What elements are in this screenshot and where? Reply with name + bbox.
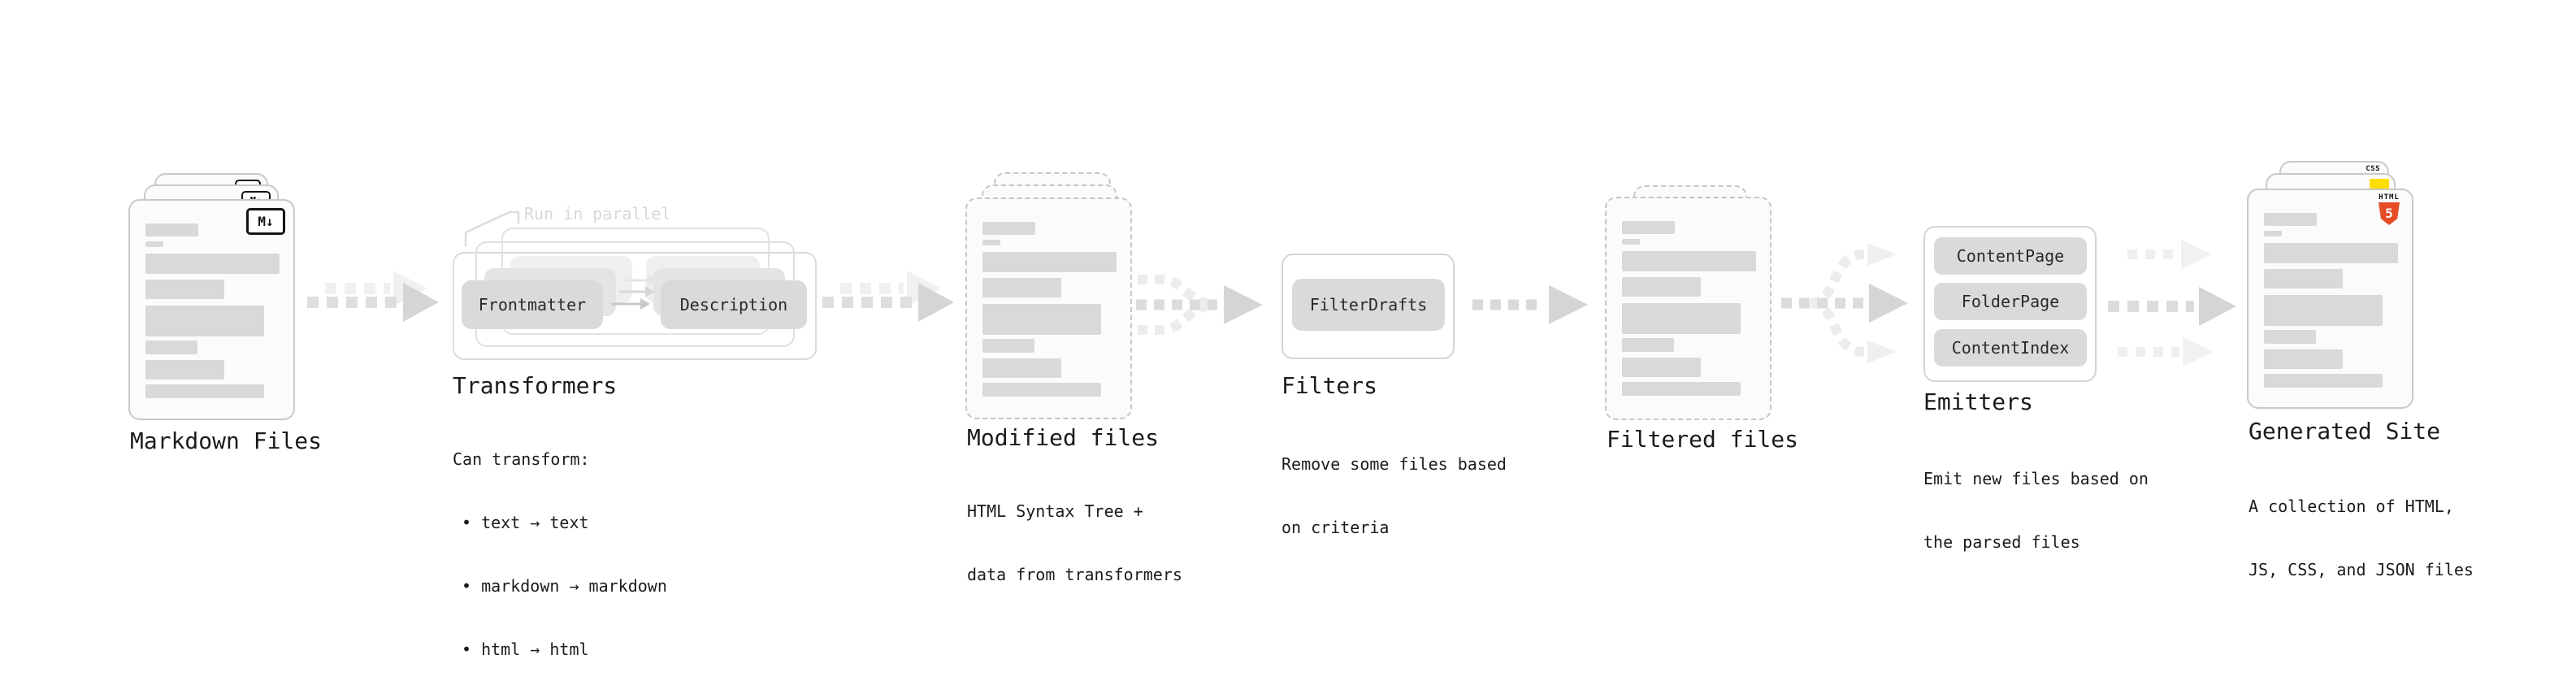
description-line: JS, CSS, and JSON files — [2249, 560, 2474, 579]
document-text-placeholder — [982, 222, 1117, 397]
filters-container — [1281, 254, 1455, 359]
transformers-label: Transformers — [453, 372, 618, 399]
generated-site-description: A collection of HTML, JS, CSS, and JSON … — [2249, 453, 2474, 622]
emitters-container — [1923, 226, 2097, 382]
description-line: the parsed files — [1923, 532, 2080, 552]
generated-file-card: HTML 5 — [2247, 189, 2413, 409]
filterdrafts-pill: FilterDrafts — [1292, 279, 1445, 331]
description-line: on criteria — [1281, 518, 1390, 537]
arrow-filters-to-filtered — [1472, 285, 1588, 324]
emitters-label: Emitters — [1923, 388, 2033, 415]
description-line: Emit new files based on — [1923, 469, 2149, 488]
filters-description: Remove some files based on criteria — [1281, 411, 1507, 580]
filters-label: Filters — [1281, 372, 1378, 399]
html5-icon: HTML 5 — [2370, 194, 2408, 225]
transformer-layer-1 — [453, 252, 817, 360]
markdown-icon: M↓ — [246, 208, 285, 235]
frontmatter-transformer-pill: Frontmatter — [462, 280, 603, 329]
emitters-description: Emit new files based on the parsed files — [1923, 426, 2149, 595]
description-line: data from transformers — [967, 565, 1182, 584]
html5-icon-text: HTML — [2379, 193, 2400, 202]
filtered-files-label: Filtered files — [1607, 426, 1799, 453]
contentindex-pill: ContentIndex — [1934, 329, 2087, 367]
filtered-file-card — [1605, 197, 1772, 420]
folderpage-pill: FolderPage — [1934, 283, 2087, 320]
arrow-filtered-to-emitters — [1781, 243, 1908, 363]
bullet-item: • text → text — [462, 513, 589, 532]
transformers-description: Can transform: • text → text • markdown … — [453, 406, 667, 681]
js-icon — [2370, 179, 2389, 189]
run-in-parallel-note: Run in parallel — [524, 204, 671, 223]
arrow-modified-to-filters — [1136, 275, 1263, 335]
description-line: HTML Syntax Tree + — [967, 501, 1143, 521]
generated-site-label: Generated Site — [2249, 418, 2441, 445]
document-text-placeholder — [2264, 213, 2398, 388]
bullet-item: • html → html — [462, 640, 589, 659]
markdown-files-label: Markdown Files — [130, 427, 323, 454]
html5-icon-number: 5 — [2385, 206, 2393, 221]
description-line: Remove some files based — [1281, 454, 1507, 474]
bullet-item: • markdown → markdown — [462, 576, 667, 596]
document-text-placeholder — [1622, 221, 1756, 396]
arrow-emitters-to-generated — [2108, 240, 2236, 367]
markdown-file-card: M↓ — [128, 199, 295, 420]
description-line: A collection of HTML, — [2249, 497, 2454, 516]
contentpage-pill: ContentPage — [1934, 237, 2087, 275]
arrow-transformers-to-modified — [822, 271, 954, 322]
description-transformer-pill: Description — [661, 280, 807, 329]
modified-files-description: HTML Syntax Tree + data from transformer… — [967, 458, 1182, 627]
arrow-markdown-to-transformers — [307, 271, 439, 322]
can-transform-heading: Can transform: — [453, 449, 590, 469]
modified-file-card — [965, 197, 1132, 419]
modified-files-label: Modified files — [967, 424, 1160, 451]
document-text-placeholder — [145, 223, 280, 398]
